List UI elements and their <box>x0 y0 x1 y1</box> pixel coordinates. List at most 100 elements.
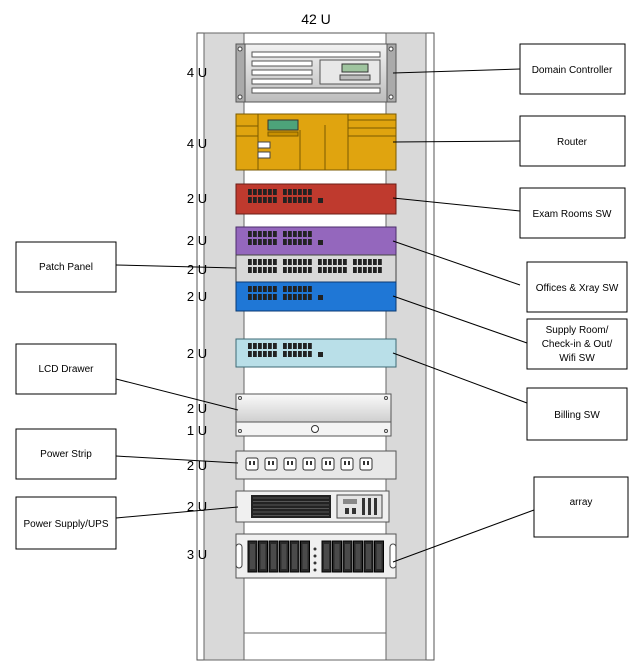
label-offices: Offices & Xray SW <box>526 261 628 313</box>
switch-port <box>308 239 312 245</box>
label-supply-room-line3: Wifi SW <box>559 353 595 364</box>
drive-bay-face <box>355 544 361 569</box>
outlet-slot <box>363 461 365 465</box>
drive-bay-face <box>376 544 382 569</box>
label-domain-controller: Domain Controller <box>519 43 626 95</box>
power-outlet <box>321 457 335 471</box>
switch-port <box>308 294 312 300</box>
power-outlet <box>283 457 297 471</box>
patch-port <box>328 267 332 273</box>
u-label-supply-room: 2 U <box>187 289 207 304</box>
switch-port <box>303 286 307 292</box>
switch-port <box>263 286 267 292</box>
patch-port <box>318 267 322 273</box>
label-patch-panel-text: Patch Panel <box>39 262 93 273</box>
switch-port <box>293 294 297 300</box>
switch-port <box>258 351 262 357</box>
switch-port <box>293 231 297 237</box>
patch-port <box>373 267 377 273</box>
supply-room-switch-unit <box>235 281 397 312</box>
switch-port <box>298 343 302 349</box>
u-label-billing: 2 U <box>187 346 207 361</box>
exam-rooms-switch-unit <box>235 183 397 215</box>
switch-port <box>318 198 323 203</box>
label-router: Router <box>519 115 626 167</box>
outlet-slot <box>348 461 350 465</box>
u-label-array: 3 U <box>187 547 207 562</box>
drive-bay-face <box>281 544 287 569</box>
patch-port <box>343 267 347 273</box>
switch-port <box>293 351 297 357</box>
switch-port <box>298 189 302 195</box>
switch-port <box>298 294 302 300</box>
switch-port <box>273 294 277 300</box>
switch-port <box>318 240 323 245</box>
switch-port <box>263 197 267 203</box>
power-outlet <box>264 457 278 471</box>
switch-port <box>258 294 262 300</box>
connector-lines <box>115 68 535 563</box>
u-label-patch-panel: 2 U <box>187 262 207 277</box>
switch-port <box>293 189 297 195</box>
patch-port <box>268 259 272 265</box>
switch-port <box>303 189 307 195</box>
switch-port <box>308 189 312 195</box>
patch-port <box>323 259 327 265</box>
patch-panel-unit <box>235 254 397 283</box>
patch-port <box>263 259 267 265</box>
switch-port <box>308 231 312 237</box>
label-offices-text: Offices & Xray SW <box>536 283 619 294</box>
switch-port <box>318 295 323 300</box>
outlet-slot <box>291 461 293 465</box>
label-billing: Billing SW <box>526 387 628 441</box>
label-power-supply-text: Power Supply/UPS <box>23 519 108 530</box>
switch-port <box>288 343 292 349</box>
patch-port <box>253 259 257 265</box>
switch-port <box>253 343 257 349</box>
patch-port <box>258 267 262 273</box>
label-array-text: array <box>570 497 593 508</box>
switch-port <box>293 197 297 203</box>
switch-port <box>283 343 287 349</box>
patch-port <box>328 259 332 265</box>
switch-port <box>268 286 272 292</box>
switch-port <box>318 352 323 357</box>
outlet-slot <box>287 461 289 465</box>
u-label-power-strip: 2 U <box>187 458 207 473</box>
switch-port <box>248 231 252 237</box>
switch-port <box>258 189 262 195</box>
patch-port <box>373 259 377 265</box>
label-lcd-drawer: LCD Drawer <box>15 343 117 395</box>
patch-port <box>318 259 322 265</box>
patch-port <box>248 267 252 273</box>
exam-ports <box>248 189 323 203</box>
drive-bay-face <box>302 544 308 569</box>
power-outlet <box>359 457 373 471</box>
switch-port <box>263 351 267 357</box>
switch-port <box>273 197 277 203</box>
switch-port <box>283 239 287 245</box>
switch-port <box>253 197 257 203</box>
label-lcd-drawer-text: LCD Drawer <box>38 364 94 375</box>
outlet-slot <box>329 461 331 465</box>
outlet-slot <box>249 461 251 465</box>
drive-bay-face <box>334 544 340 569</box>
switch-port <box>268 351 272 357</box>
switch-port <box>303 239 307 245</box>
switch-port <box>288 197 292 203</box>
label-power-strip: Power Strip <box>15 428 117 480</box>
outlet-slot <box>367 461 369 465</box>
patch-port <box>353 267 357 273</box>
switch-port <box>283 197 287 203</box>
switch-port <box>303 351 307 357</box>
switch-port <box>298 197 302 203</box>
switch-port <box>273 343 277 349</box>
switch-port <box>303 231 307 237</box>
patch-port <box>283 259 287 265</box>
drive-bay-face <box>271 544 276 569</box>
switch-port <box>263 189 267 195</box>
switch-port <box>253 294 257 300</box>
switch-port <box>253 286 257 292</box>
label-billing-text: Billing SW <box>554 410 600 421</box>
switch-port <box>298 351 302 357</box>
